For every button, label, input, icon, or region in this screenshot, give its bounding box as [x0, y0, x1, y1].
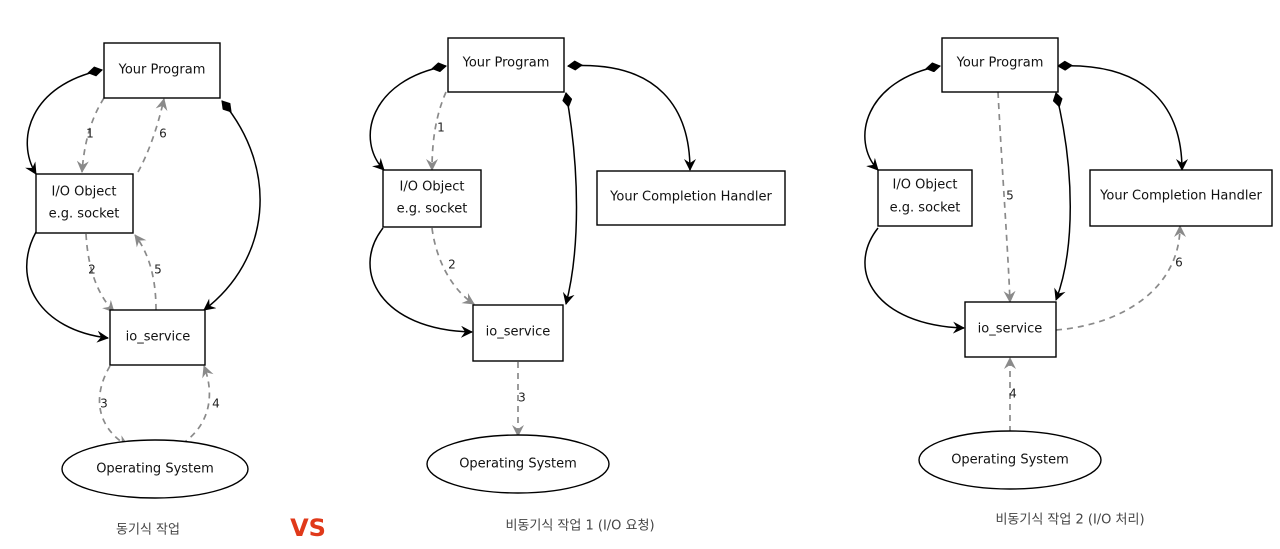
- node-label: e.g. socket: [397, 202, 468, 217]
- node-your-program: [103, 42, 221, 99]
- node-label: Your Program: [462, 56, 550, 71]
- step-label: 1: [437, 121, 445, 135]
- step-label: 3: [518, 391, 526, 405]
- edge-program-to-ioservice: [203, 100, 261, 311]
- node-label: Your Completion Handler: [609, 190, 772, 205]
- node-label: io_service: [978, 322, 1043, 337]
- node-io-object: [35, 173, 134, 234]
- step-label: 5: [1006, 189, 1014, 203]
- node-operating-system: [918, 430, 1102, 490]
- diagram-caption: 비동기식 작업 2 (I/O 처리): [995, 513, 1144, 528]
- edge-step-2: [431, 227, 475, 305]
- node-label: Operating System: [459, 457, 577, 472]
- edge-step-6: [1055, 225, 1186, 331]
- step-label: 6: [1175, 256, 1183, 270]
- edge-step-1: [76, 97, 105, 173]
- node-io-service: [109, 309, 206, 366]
- diagram-async-processing: 5 6 4 Your Program I/O Object e.g. socke…: [864, 37, 1273, 528]
- diagram-caption: 비동기식 작업 1 (I/O 요청): [505, 519, 654, 534]
- edge-step-2: [85, 233, 115, 313]
- edge-step-5: [997, 91, 1016, 303]
- node-label: Operating System: [96, 462, 214, 477]
- step-label: 2: [448, 258, 456, 272]
- edge-step-5: [134, 234, 157, 311]
- node-completion-handler: [596, 170, 786, 226]
- step-label: 2: [88, 263, 96, 277]
- edge-ioobject-to-ioservice: [369, 227, 473, 338]
- edge-program-to-ioobject: [25, 66, 103, 175]
- edge-step-6: [137, 98, 168, 173]
- node-completion-handler: [1089, 169, 1273, 227]
- edge-program-to-ioobject: [864, 62, 941, 171]
- step-label: 4: [1009, 387, 1017, 401]
- node-label: io_service: [126, 330, 191, 345]
- node-label: I/O Object: [893, 178, 958, 193]
- edge-ioobject-to-ioservice: [864, 227, 965, 334]
- node-label: Your Program: [956, 56, 1044, 71]
- step-label: 5: [154, 263, 162, 277]
- edge-program-to-ioservice: [1052, 92, 1071, 301]
- diagram-synchronous: 1 6 2 5 3 4 Your Program I/O Object e.g.…: [25, 42, 261, 538]
- diagram-async-request: 1 2 3 Your Program I/O Object e.g. socke…: [369, 37, 786, 534]
- diagram-caption: 동기식 작업: [116, 523, 180, 538]
- node-label: Your Program: [118, 63, 206, 78]
- edge-ioobject-to-ioservice: [26, 231, 109, 343]
- step-label: 6: [159, 127, 167, 141]
- node-label: Operating System: [951, 453, 1069, 468]
- edge-program-to-ioservice: [562, 92, 578, 305]
- vs-label: VS: [290, 514, 326, 542]
- node-label: I/O Object: [52, 185, 117, 200]
- step-label: 1: [86, 127, 94, 141]
- edge-step-1: [426, 91, 447, 171]
- node-io-object: [382, 169, 482, 228]
- node-io-service: [964, 301, 1057, 358]
- node-label: e.g. socket: [890, 201, 961, 216]
- node-label: e.g. socket: [49, 207, 120, 222]
- node-operating-system: [61, 439, 249, 499]
- step-label: 3: [100, 397, 108, 411]
- node-your-program: [447, 37, 565, 93]
- edge-program-to-handler: [567, 60, 696, 171]
- step-label: 4: [212, 397, 220, 411]
- edge-program-to-handler: [1057, 60, 1188, 171]
- node-io-service: [472, 304, 564, 362]
- edge-step-4: [181, 365, 214, 445]
- edge-step-3: [98, 365, 129, 447]
- node-operating-system: [426, 434, 610, 494]
- node-io-object: [877, 169, 973, 227]
- node-label: io_service: [486, 325, 551, 340]
- node-label: I/O Object: [400, 180, 465, 195]
- node-label: Your Completion Handler: [1099, 189, 1262, 204]
- edge-program-to-ioobject: [369, 62, 447, 171]
- node-your-program: [941, 37, 1059, 93]
